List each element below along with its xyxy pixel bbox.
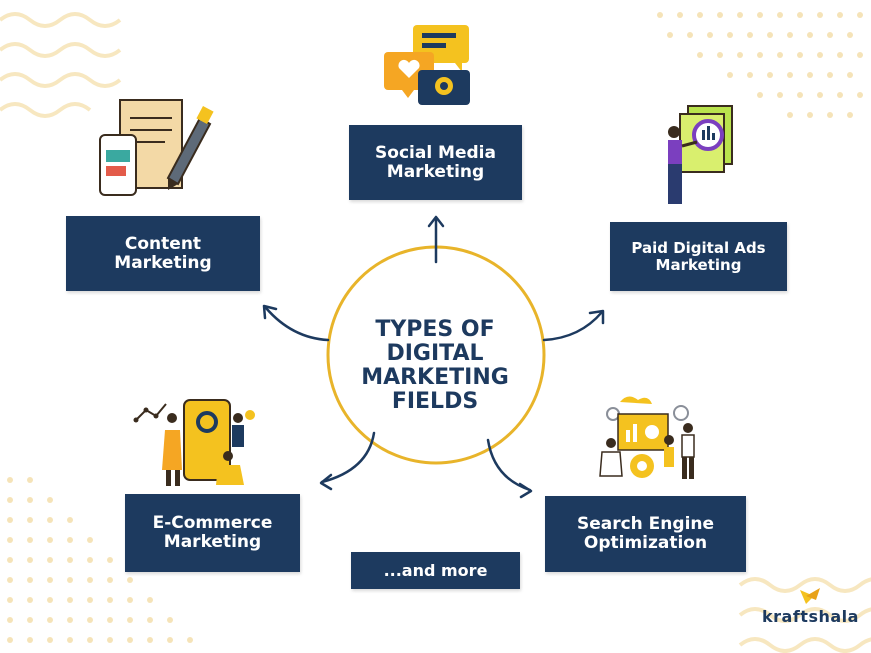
- decorative-dots-top-right: [657, 12, 863, 118]
- node-ecommerce: E-Commerce Marketing: [125, 494, 300, 572]
- decorative-dots-bottom-left: [7, 477, 193, 643]
- center-title: TYPES OF DIGITAL MARKETING FIELDS: [330, 318, 540, 414]
- ecommerce-phone-icon: [133, 399, 255, 486]
- arrow-to-paid-ads: [542, 309, 605, 342]
- node-more: ...and more: [351, 552, 520, 589]
- center-title-line-2: MARKETING: [361, 365, 509, 390]
- bird-logo-icon: [800, 588, 820, 604]
- node-content-line-2: Marketing: [114, 252, 212, 273]
- node-paid-ads-line-2: Marketing: [655, 255, 742, 274]
- node-seo: Search Engine Optimization: [545, 496, 746, 572]
- node-content: Content Marketing: [66, 216, 260, 291]
- node-seo-line-1: Search Engine: [576, 514, 715, 534]
- node-content-line-1: Content: [124, 233, 202, 254]
- analytics-magnifier-icon: [668, 105, 733, 204]
- content-writing-icon: [99, 99, 214, 196]
- seo-gears-icon: [599, 396, 695, 479]
- node-paid-ads-line-1: Paid Digital Ads: [631, 238, 766, 257]
- arrow-to-social-media: [427, 215, 445, 264]
- decorative-waves-bottom-right: [738, 577, 871, 653]
- node-social-media-line-2: Marketing: [386, 161, 485, 182]
- brand-logo-text: kraftshala: [762, 607, 859, 626]
- node-paid-ads: Paid Digital Ads Marketing: [610, 222, 787, 291]
- arrow-to-seo: [486, 438, 533, 499]
- node-ecommerce-line-2: Marketing: [163, 532, 262, 552]
- decorative-waves-top-left: [0, 12, 122, 118]
- center-title-line-1: TYPES OF DIGITAL: [375, 317, 495, 366]
- node-seo-line-2: Optimization: [583, 533, 708, 553]
- node-ecommerce-line-1: E-Commerce: [152, 513, 273, 533]
- center-title-line-3: FIELDS: [391, 389, 479, 414]
- node-more-label: ...and more: [383, 561, 488, 580]
- chat-bubbles-icon: [384, 25, 470, 105]
- node-social-media-line-1: Social Media: [375, 142, 496, 163]
- arrow-to-content: [262, 304, 330, 342]
- arrow-to-ecommerce: [319, 431, 376, 491]
- node-social-media: Social Media Marketing: [349, 125, 522, 200]
